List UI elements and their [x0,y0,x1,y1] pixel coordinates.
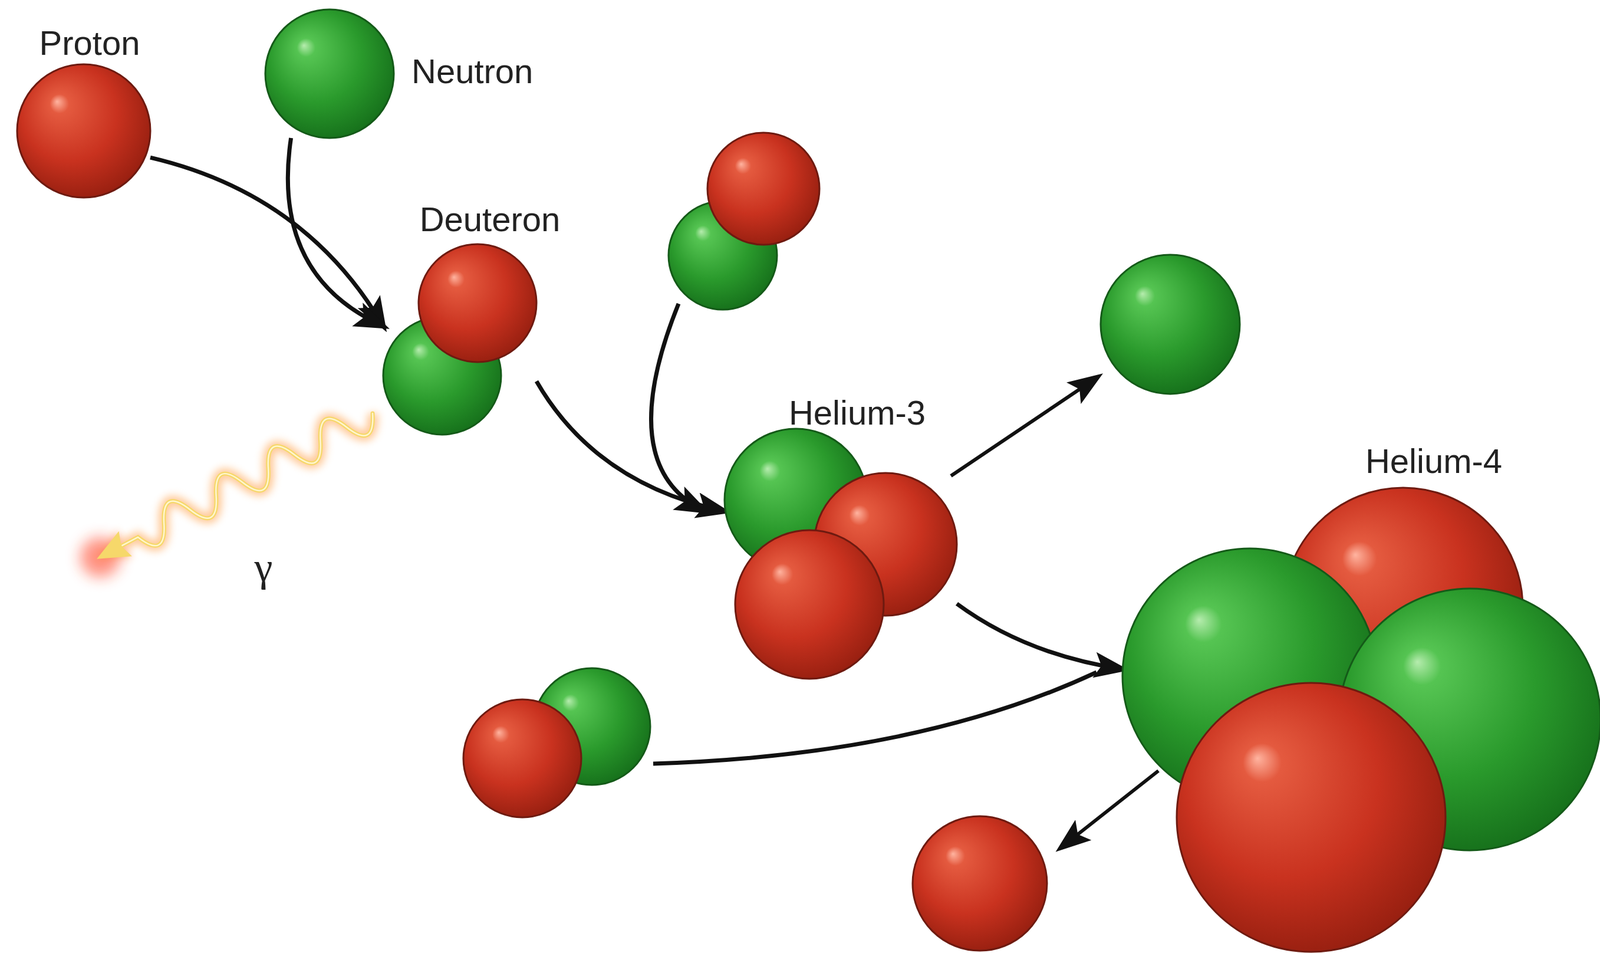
proton-sphere [912,815,1048,951]
nucleus-shape [1122,487,1600,953]
proton-sphere [735,529,884,679]
nucleus-node: Deuteron [383,244,537,435]
reaction-arrow [1061,770,1159,848]
reaction-arrow [653,672,1097,764]
gamma-ray [80,398,381,578]
nucleus-shape [383,244,537,435]
particle-label: Helium-3 [788,393,926,433]
particle-label: Helium-4 [1365,441,1503,482]
connector-layer [150,137,1123,670]
nucleus-node: Proton [17,64,151,198]
particle-label: Neutron [411,51,533,92]
particle-label: Proton [39,23,141,64]
reaction-arrow [956,603,1123,670]
reaction-arrow [651,303,704,511]
reaction-arrow [950,377,1098,476]
reaction-arrow [150,157,384,327]
particle-label: Deuteron [419,199,561,240]
gamma-symbol: γ [254,544,273,590]
deuteron-sphere [463,667,651,818]
neutron-sphere [1100,254,1240,394]
proton-sphere [1176,682,1446,952]
nucleus-shape [265,9,394,138]
nucleus-node: Helium-3 [724,428,957,679]
nucleus-shape [17,64,151,198]
proton-sphere [418,244,537,362]
reaction-arrow [287,137,384,327]
nucleus-node: Neutron [265,9,394,138]
proton-sphere [17,64,151,198]
nucleus-node: Helium-4 [1122,487,1600,953]
neutron-sphere [265,9,394,138]
deuteron-sphere [668,132,820,310]
nucleus-shape [724,428,957,679]
reaction-arrow [536,381,725,512]
